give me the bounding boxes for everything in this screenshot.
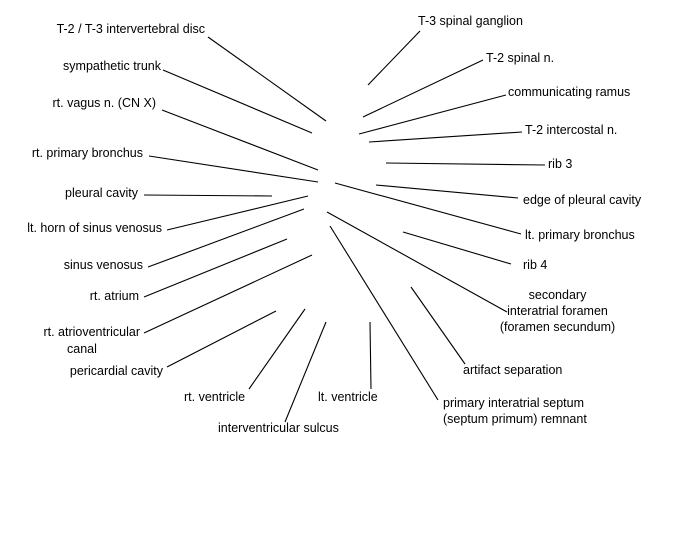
leader-rt-ventricle [248, 308, 306, 390]
label-rt-atrioventricular: rt. atrioventricular [43, 325, 140, 339]
label-t2-intercostal-n: T-2 intercostal n. [525, 123, 618, 137]
leader-rt-atrium [143, 238, 288, 298]
label-t2-t3-disc: T-2 / T-3 intervertebral disc [56, 22, 205, 36]
leader-lt-ventricle [369, 321, 372, 390]
leader-t3-ganglion [367, 30, 421, 86]
label-rib3: rib 3 [548, 157, 573, 171]
label-vagus: rt. vagus n. (CN X) [52, 96, 157, 110]
leader-pleural-cavity [143, 194, 273, 197]
label-pleural-cavity: pleural cavity [65, 186, 138, 200]
leader-t2-t3-disc [207, 36, 327, 122]
label-lt-horn-sinus-venosus: lt. horn of sinus venosus [27, 221, 162, 235]
label-artifact-separation: artifact separation [463, 363, 563, 377]
label-communicating-ramus: communicating ramus [508, 85, 631, 99]
label-rt-ventricle: rt. ventricle [184, 390, 246, 404]
leader-t2-intercostal [368, 131, 523, 143]
label-septum-primum-line2: (septum primum) remnant [443, 412, 587, 426]
label-t3-spinal-ganglion: T-3 spinal ganglion [418, 14, 523, 28]
leader-rt-primary-bronchus [148, 155, 319, 183]
label-sympathetic-trunk: sympathetic trunk [63, 59, 161, 73]
leader-lt-primary-bronchus [334, 182, 522, 235]
label-rt-av-canal-line2: canal [67, 342, 97, 356]
leader-interventricular-sulcus [284, 321, 327, 423]
leader-edge-pleural [375, 184, 519, 199]
leader-vagus [161, 109, 319, 171]
label-septum-primum-line1: primary interatrial septum [443, 396, 585, 410]
label-foramen-secundum: secondary interatrial foramen (foramen s… [485, 287, 630, 335]
label-foramen-secundum-line2: interatrial foramen [507, 304, 608, 318]
label-interventricular-sulcus: interventricular sulcus [218, 421, 339, 435]
label-pericardial-cavity: pericardial cavity [69, 364, 163, 378]
label-rt-primary-bronchus: rt. primary bronchus [31, 146, 143, 160]
label-edge-pleural-cavity: edge of pleural cavity [523, 193, 642, 207]
label-sinus-venosus: sinus venosus [63, 258, 143, 272]
leader-foramen-secundum [326, 211, 508, 313]
label-t2-spinal-n: T-2 spinal n. [486, 51, 555, 65]
label-rib4: rib 4 [523, 258, 548, 272]
label-lt-ventricle: lt. ventricle [318, 390, 378, 404]
leader-lt-horn-sinus [166, 195, 309, 231]
label-septum-primum: primary interatrial septum (septum primu… [443, 395, 587, 427]
leader-rib4 [402, 231, 512, 265]
leader-rib3 [385, 162, 546, 166]
leader-sympathetic-trunk [162, 69, 313, 134]
label-lt-primary-bronchus: lt. primary bronchus [525, 228, 635, 242]
leader-t2-spinal-n [362, 59, 484, 118]
label-foramen-secundum-line1: secondary [528, 288, 587, 302]
leader-septum-primum [329, 225, 439, 401]
leader-rt-av-canal [143, 254, 313, 334]
leader-pericardial-cavity [166, 310, 277, 368]
label-rt-atrium: rt. atrium [89, 289, 139, 303]
leader-sinus-venosus [147, 208, 305, 268]
leader-artifact-separation [410, 286, 466, 365]
leader-communicating-ramus [358, 94, 507, 135]
label-foramen-secundum-line3: (foramen secundum) [499, 320, 616, 334]
